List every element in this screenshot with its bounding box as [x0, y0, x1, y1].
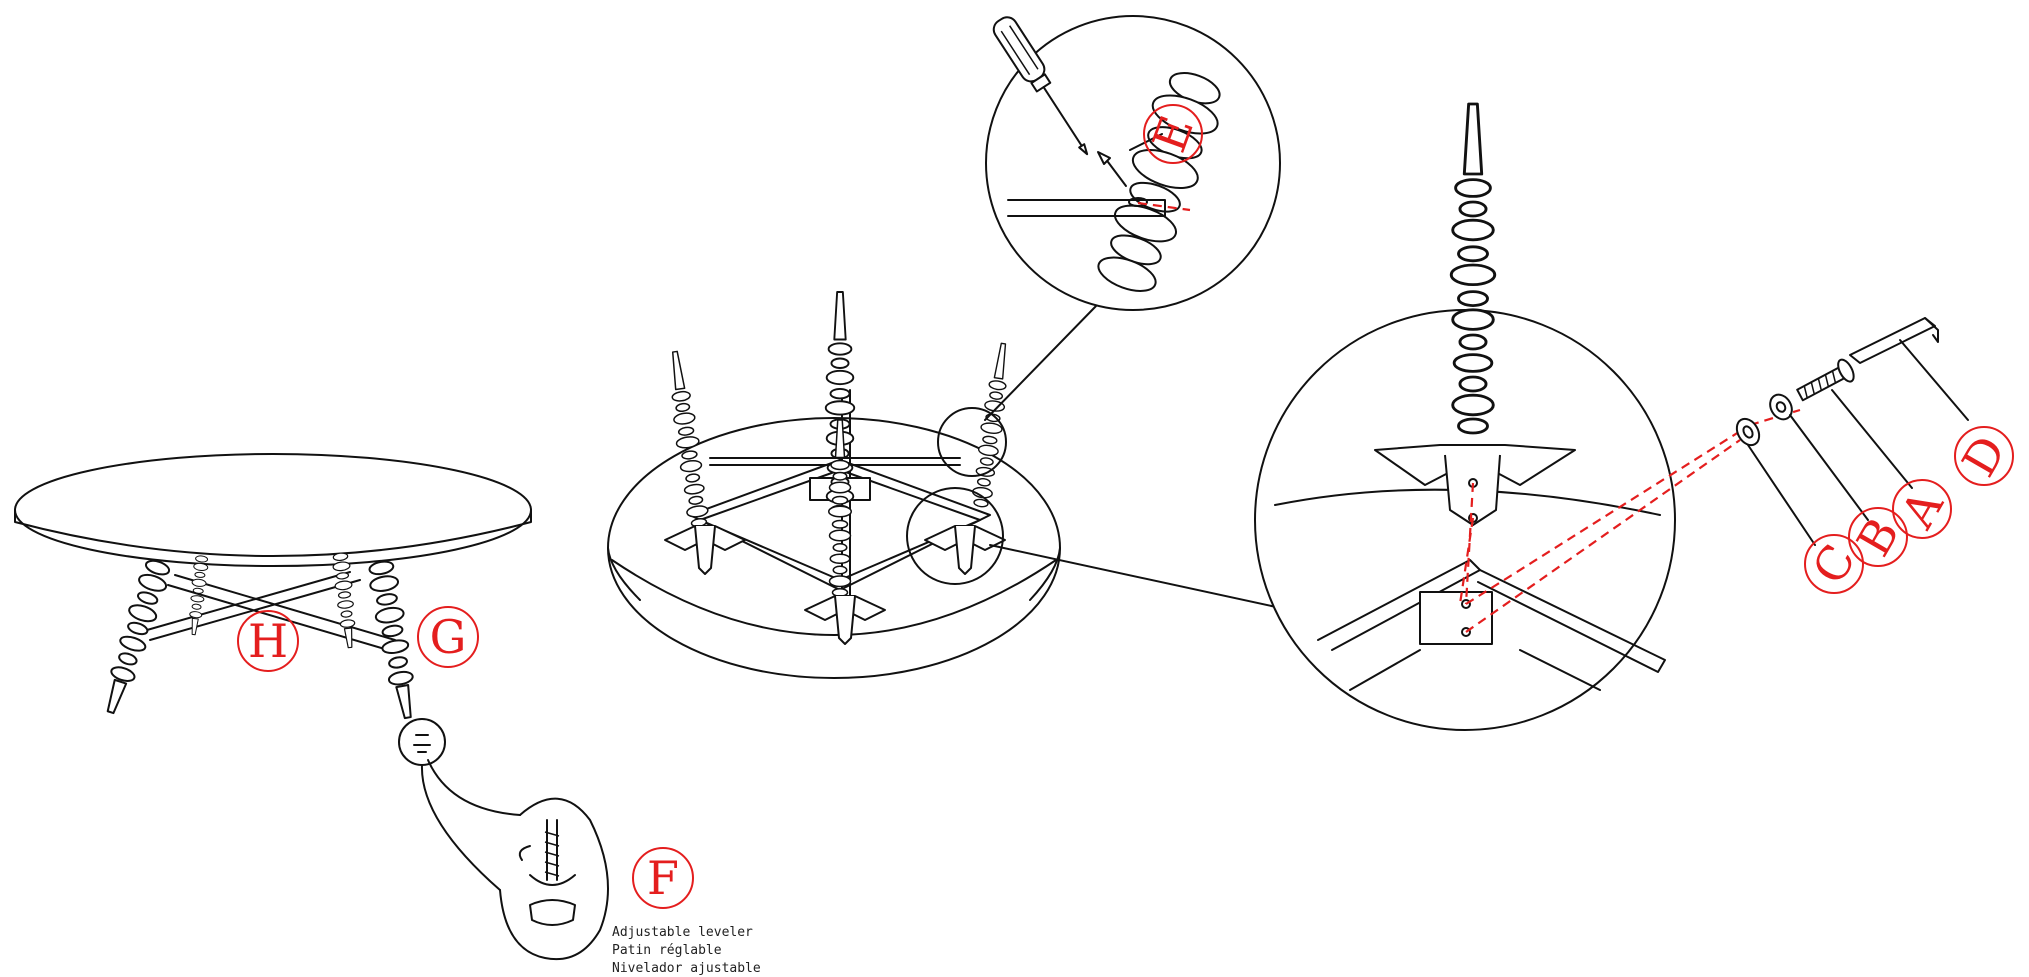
caption-line-2: Patin réglable: [612, 943, 722, 958]
label-a: A: [1890, 480, 1954, 537]
caption-line-3: Nivelador ajustable: [612, 961, 761, 976]
callout-b: B: [1846, 507, 1910, 567]
screw-detail: E: [984, 15, 1281, 421]
callout-a: A: [1890, 479, 1954, 539]
callout-d: D: [1951, 426, 2017, 486]
label-h: H: [248, 614, 288, 668]
label-f: F: [647, 851, 679, 905]
callout-g: G: [417, 606, 479, 668]
assembled-table: [14, 453, 609, 961]
callout-h: H: [237, 610, 299, 672]
bolt-detail: C B A D: [989, 102, 2017, 731]
label-d: D: [1951, 427, 2016, 486]
leveler-caption: Adjustable leveler Patin réglable Nivela…: [612, 925, 761, 976]
inverted-base-assembly: [607, 291, 1061, 679]
callout-c: C: [1802, 534, 1866, 594]
label-g: G: [430, 610, 467, 664]
caption-line-1: Adjustable leveler: [612, 925, 753, 940]
callout-f: F: [632, 847, 694, 909]
